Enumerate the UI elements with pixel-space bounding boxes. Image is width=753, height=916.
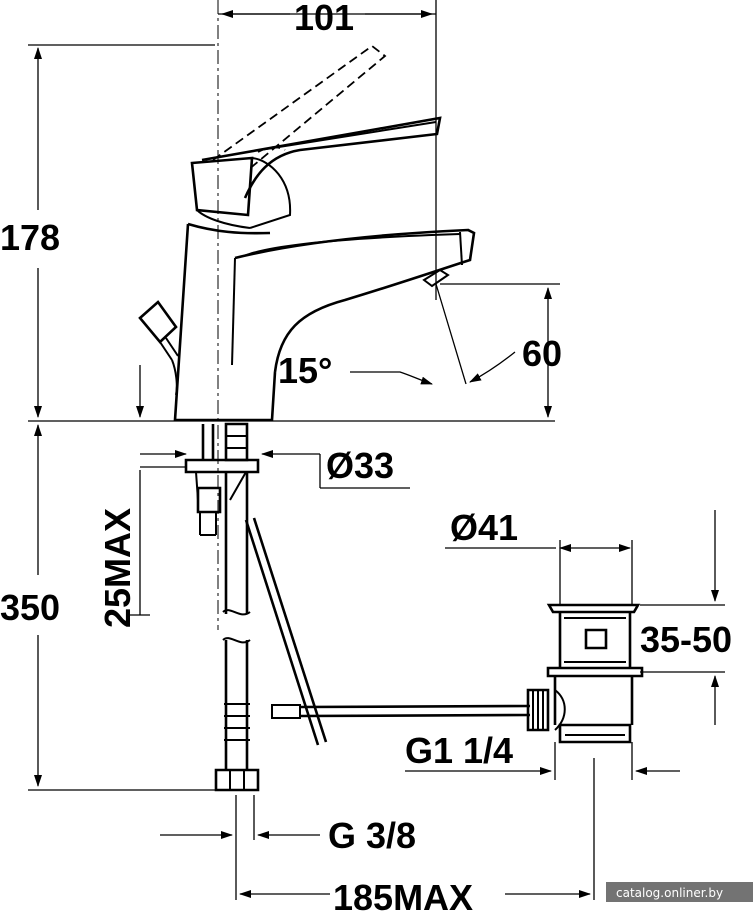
label-185max: 185MAX [333,877,473,916]
dim-25max [130,470,150,616]
waste-valve [526,603,644,744]
dim-g1-1-4 [405,742,680,780]
dim-d33 [140,450,410,489]
dim-angle [350,283,516,385]
label-350: 350 [0,587,60,628]
label-d33: Ø33 [326,445,394,486]
label-35-50: 35-50 [640,619,732,660]
dim-d41 [445,540,633,605]
label-angle: 15° [278,350,332,391]
dim-35-50 [640,510,725,725]
label-25max: 25MAX [97,508,138,628]
label-101: 101 [294,0,354,38]
label-60: 60 [522,333,562,374]
label-g1-1-4: G1 1/4 [405,730,513,771]
label-d41: Ø41 [450,507,518,548]
dim-178 [28,44,555,422]
label-g-3-8: G 3/8 [328,815,416,856]
supply-assembly [184,422,531,792]
watermark-bg [606,882,753,902]
dim-60 [440,283,560,418]
faucet-body [138,44,476,422]
dim-101 [218,0,437,300]
watermark: catalog.onliner.by [616,886,723,900]
label-178: 178 [0,217,60,258]
dim-g-3-8 [160,795,320,900]
dim-350 [28,424,215,791]
